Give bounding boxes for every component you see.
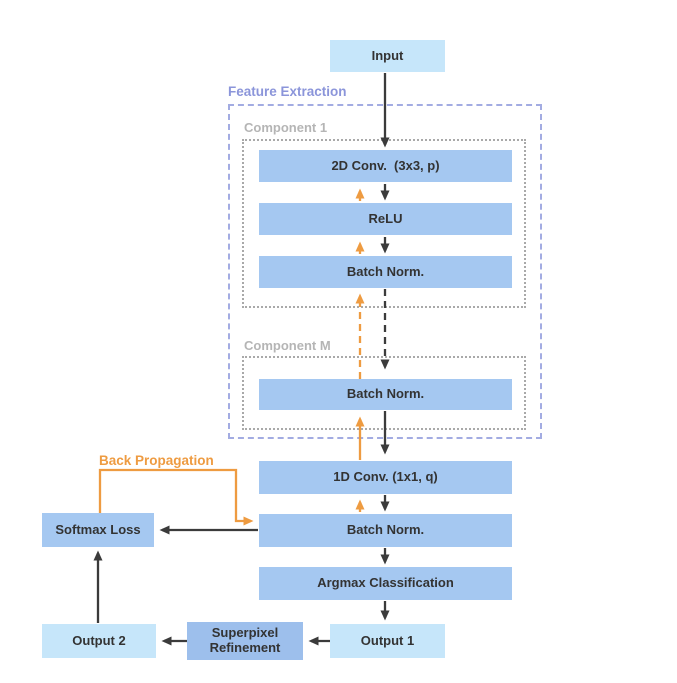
node-batch-norm-component-m: Batch Norm. [259,379,512,410]
node-batch-norm: Batch Norm. [259,514,512,547]
node-argmax-classification: Argmax Classification [259,567,512,600]
node-softmax-loss: Softmax Loss [42,513,154,547]
back-propagation-label: Back Propagation [99,453,214,468]
node-relu: ReLU [259,203,512,235]
node-1d-conv: 1D Conv. (1x1, q) [259,461,512,494]
node-2d-conv: 2D Conv. (3x3, p) [259,150,512,182]
node-output-2: Output 2 [42,624,156,658]
node-input: Input [330,40,445,72]
node-output-1: Output 1 [330,624,445,658]
component-1-label: Component 1 [244,120,328,135]
node-batch-norm-component-1: Batch Norm. [259,256,512,288]
component-m-label: Component M [244,338,331,353]
feature-extraction-label: Feature Extraction [228,84,347,99]
node-superpixel-refinement: Superpixel Refinement [187,622,303,660]
